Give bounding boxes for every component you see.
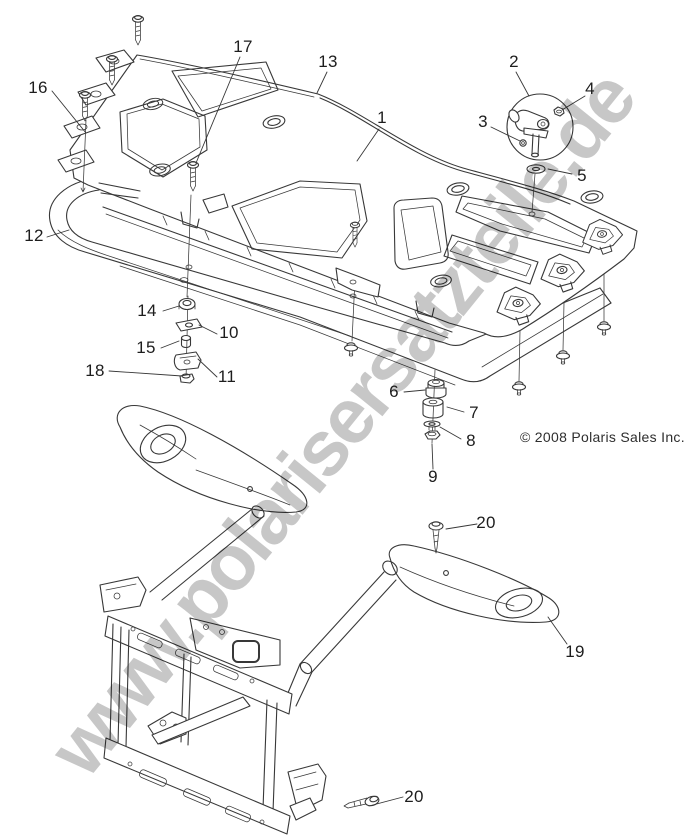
callout-1: 1 (377, 108, 387, 127)
callout-2: 2 (509, 52, 519, 71)
support-frame-part (48, 177, 612, 396)
mounting-lugs (57, 49, 135, 173)
callout-15: 15 (136, 338, 156, 357)
callout-7: 7 (469, 403, 479, 422)
callout-9: 9 (428, 467, 438, 486)
callout-10: 10 (219, 323, 239, 342)
callout-14: 14 (137, 301, 157, 320)
callout-13: 13 (318, 52, 338, 71)
callout-8: 8 (466, 431, 476, 450)
callout-12: 12 (24, 226, 44, 245)
callout-11: 11 (217, 367, 237, 386)
right-fastener-stack (422, 369, 447, 444)
callout-18: 18 (85, 361, 105, 380)
screws-and-axes (78, 15, 536, 298)
callout-5: 5 (577, 166, 587, 185)
callout-16: 16 (28, 78, 48, 97)
callout-4: 4 (585, 79, 595, 98)
rack-plate-part (57, 49, 638, 339)
callout-19: 19 (565, 642, 585, 661)
callout-20: 20 (404, 787, 424, 806)
copyright-notice: © 2008 Polaris Sales Inc. (520, 429, 685, 445)
callout-3: 3 (478, 112, 488, 131)
leader-lines (46, 56, 586, 807)
latch-detail-circle (506, 93, 574, 174)
lower-mounting-frame (99, 404, 560, 835)
callout-20: 20 (476, 513, 496, 532)
left-fastener-stack (173, 295, 203, 384)
callout-17: 17 (233, 37, 253, 56)
callout-6: 6 (389, 382, 399, 401)
